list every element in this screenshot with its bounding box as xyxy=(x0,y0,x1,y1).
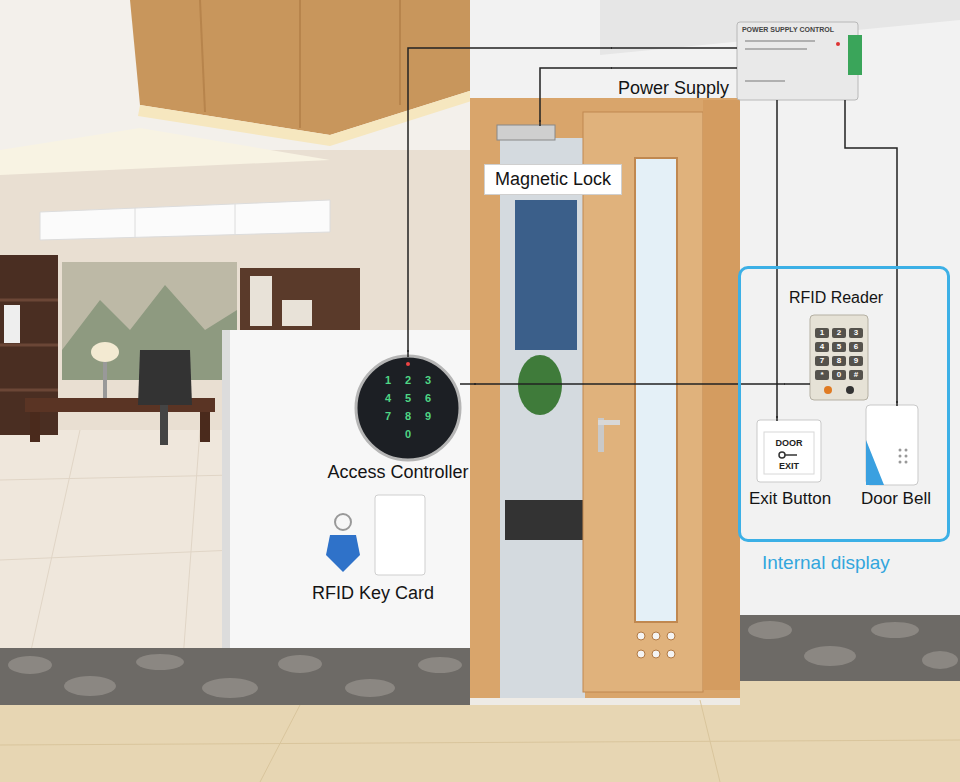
keypad-key: 6 xyxy=(854,343,858,352)
keypad-key: 3 xyxy=(854,329,858,338)
internal-display-node: Internal display RFID ReaderExit Button Do… xyxy=(738,266,950,580)
keypad-key: 0 xyxy=(837,371,841,380)
access-controller-label: Access Controller xyxy=(327,462,468,483)
button-text: EXIT xyxy=(779,462,799,472)
power-supply-node: Power Supply xyxy=(612,22,860,100)
door-bell-node: Door Bell xyxy=(853,403,939,512)
connector-wire xyxy=(540,68,612,122)
keypad-key: 9 xyxy=(854,357,858,366)
keypad-key: 9 xyxy=(425,410,431,422)
connector-wire xyxy=(776,100,778,418)
magnetic-lock-label: Magnetic Lock xyxy=(484,164,622,195)
keypad-key: * xyxy=(820,371,823,380)
connector-wire xyxy=(845,100,897,403)
rfid-key-card-node: RFID Key Card xyxy=(300,490,446,610)
keypad-key: 5 xyxy=(837,343,841,352)
door-bell-label: Door Bell xyxy=(861,489,931,509)
rfid-reader-label: RFID Reader xyxy=(789,289,883,307)
rfid-key-card-label: RFID Key Card xyxy=(312,583,434,604)
keypad-key: 1 xyxy=(820,329,824,338)
keypad-key: # xyxy=(854,371,858,380)
keypad-key: 2 xyxy=(405,374,411,386)
magnetic-lock-node: Magnetic Lock xyxy=(480,122,626,200)
connector-wire xyxy=(408,48,612,352)
rfid-reader-node: RFID Reader xyxy=(785,289,887,402)
exit-button-label: Exit Button xyxy=(749,489,831,509)
keypad-key: 5 xyxy=(405,392,411,404)
keypad-key: 8 xyxy=(837,357,841,366)
keypad-key: 4 xyxy=(385,392,391,404)
keypad-key: 2 xyxy=(837,329,841,338)
internal-display-label: Internal display xyxy=(762,552,890,574)
keypad-key: 3 xyxy=(425,374,431,386)
keypad-key: 0 xyxy=(405,428,411,440)
keypad-key: 4 xyxy=(820,343,824,352)
keypad-key: 8 xyxy=(405,410,411,422)
keypad-key: 1 xyxy=(385,374,391,386)
access-controller-node: Access Controller xyxy=(322,352,474,486)
keypad-key: 7 xyxy=(820,357,824,366)
button-text: DOOR xyxy=(776,439,803,449)
keypad-key: 6 xyxy=(425,392,431,404)
power-supply-label: Power Supply xyxy=(618,78,729,99)
keypad-key: 7 xyxy=(385,410,391,422)
device-caption: POWER SUPPLY CONTROL xyxy=(742,26,834,34)
